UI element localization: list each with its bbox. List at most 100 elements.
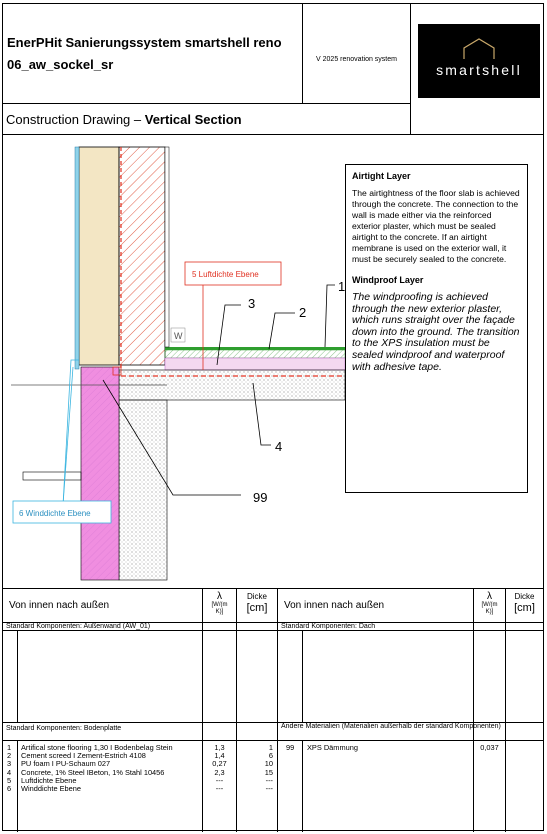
subtitle-empty-cell: [411, 104, 543, 135]
version-label: V 2025 renovation system: [303, 4, 411, 104]
header-inside-outside-left: Von innen nach außen: [9, 600, 110, 611]
label-windproof: 6 Winddichte Ebene: [19, 509, 91, 518]
callout-4: 4: [275, 439, 282, 454]
airtight-label-frame: [184, 261, 282, 286]
logo-text: smartshell: [436, 62, 522, 78]
notes-panel: Airtight Layer The airtightness of the f…: [345, 164, 528, 493]
table-header-rule: [3, 622, 543, 623]
system-title: EnerPHit Sanierungssystem smartshell ren…: [7, 35, 282, 50]
lambda-unit-l1-right: [W/(m: [481, 602, 498, 608]
vertical-section-drawing: W 5 Luftdichte Ebene 6 Winddichte Ebene …: [11, 146, 346, 581]
foundation-wall: [118, 399, 168, 581]
subtitle-bold: Vertical Section: [144, 112, 242, 127]
drawing-sheet: EnerPHit Sanierungssystem smartshell ren…: [2, 3, 544, 832]
w-label-box: [170, 327, 186, 343]
house-outline-icon: [463, 38, 495, 59]
drawing-subtitle: Construction Drawing – Vertical Section: [3, 104, 411, 135]
callout-1: 1: [338, 279, 345, 294]
other-row-lambda: 0,037: [480, 743, 499, 752]
table-mid-rule: [3, 722, 543, 723]
table-row-number: 1: [7, 743, 12, 752]
thickness-label-right: Dicke: [514, 592, 535, 601]
col-rule-center: [277, 588, 278, 832]
lambda-unit-l1-left: [W/(m: [211, 602, 228, 608]
label-w: W: [174, 331, 183, 341]
table-row-lambda: 1,3: [214, 743, 225, 752]
other-row-name: XPS Dämmung: [307, 744, 358, 752]
thickness-unit-right: [cm]: [514, 602, 535, 614]
table-row-number: 2: [7, 751, 12, 761]
detail-box: [112, 366, 122, 376]
table-row-thickness: 10: [264, 759, 273, 769]
table-row-name: Cement screed I Zement-Estrich 4108: [21, 752, 146, 761]
section-roof: Standard Komponenten: Dach: [281, 623, 376, 630]
callout-3: 3: [248, 296, 255, 311]
table-mid-rule-2: [3, 740, 543, 741]
col-rule-dicke-r: [505, 588, 506, 832]
airtight-title: Airtight Layer: [352, 171, 411, 181]
lambda-header-left: λ [W/(m K)]: [203, 591, 236, 616]
leader-3: [216, 304, 241, 366]
smartshell-logo: smartshell: [418, 24, 540, 98]
leader-4: [252, 382, 271, 446]
airtight-text: The airtightness of the floor slab is ac…: [352, 188, 520, 264]
table-row-name: Concrete, 1% Steel IBeton, 1% Stahl 1045…: [21, 768, 165, 777]
table-row-lambda: ---: [215, 775, 224, 785]
xps-hatch: [81, 367, 119, 580]
leader-windproof: [62, 359, 79, 506]
layer-screed: [164, 349, 346, 359]
table-row-thickness: 1: [268, 743, 273, 752]
section-floor: Standard Komponenten: Bodenplatte: [6, 725, 122, 732]
windproof-text: The windproofing is achieved through the…: [352, 291, 520, 373]
section-wall: Standard Komponenten: Außenwand (AW_01): [6, 623, 151, 630]
lambda-unit-l2-right: K)]: [485, 609, 494, 615]
windproof-title: Windproof Layer: [352, 275, 424, 285]
lambda-unit-l2-left: K)]: [215, 609, 224, 615]
table-row-name: Artifical stone flooring 1,30 I Bodenbel…: [21, 744, 173, 752]
ground-step: [22, 471, 82, 481]
col-rule-no-r: [302, 740, 303, 832]
col-rule-no-l-top: [17, 630, 18, 722]
label-airtight: 5 Luftdichte Ebene: [192, 270, 259, 279]
title-block: EnerPHit Sanierungssystem smartshell ren…: [3, 4, 303, 104]
table-row-thickness: 15: [264, 767, 273, 777]
leader-windproof-2: [62, 366, 74, 506]
table-row-number: 5: [7, 775, 12, 785]
thickness-header-right: Dicke [cm]: [506, 592, 543, 615]
leader-99: [102, 379, 241, 496]
col-rule-lambda-r: [473, 588, 474, 832]
subtitle-prefix: Construction Drawing –: [6, 112, 142, 127]
table-row-lambda: 2,3: [214, 767, 225, 777]
table-row-number: 6: [7, 784, 12, 793]
table-row-lambda: 1,4: [214, 751, 225, 761]
lambda-symbol-right: λ: [487, 591, 492, 602]
table-row-name: Winddichte Ebene: [21, 785, 81, 793]
thickness-unit-left: [cm]: [246, 602, 268, 614]
table-row-name: PU foam I PU-Schaum 027: [21, 760, 111, 769]
layer-pu-foam: [164, 357, 346, 371]
lambda-symbol-left: λ: [217, 591, 222, 602]
leader-2: [268, 312, 295, 350]
table-row-number: 4: [7, 767, 12, 777]
header-inside-outside-right: Von innen nach außen: [284, 600, 385, 611]
section-other: Andere Materialien (Materialien außerhal…: [281, 723, 501, 730]
drawing-code: 06_aw_sockel_sr: [7, 57, 114, 72]
leader-1: [324, 284, 335, 348]
other-row-number: 99: [286, 743, 295, 752]
table-row-number: 3: [7, 759, 12, 769]
col-rule-dicke-l: [236, 588, 237, 832]
lambda-header-right: λ [W/(m K)]: [474, 591, 505, 616]
wall-finish: [164, 146, 170, 348]
thickness-label-left: Dicke: [246, 592, 267, 601]
existing-wall: [118, 146, 166, 366]
table-row-thickness: 6: [268, 751, 273, 761]
callout-2: 2: [299, 305, 306, 320]
col-rule-lambda-l: [202, 588, 203, 832]
windproof-label-frame: [12, 500, 112, 524]
table-row-thickness: ---: [265, 775, 273, 785]
table-row-lambda: ---: [215, 784, 224, 793]
thickness-header-left: Dicke [cm]: [237, 592, 277, 615]
col-rule-no-r-top: [302, 630, 303, 722]
table-row-name: Luftdichte Ebene: [21, 776, 77, 785]
col-rule-no-l: [17, 740, 18, 832]
